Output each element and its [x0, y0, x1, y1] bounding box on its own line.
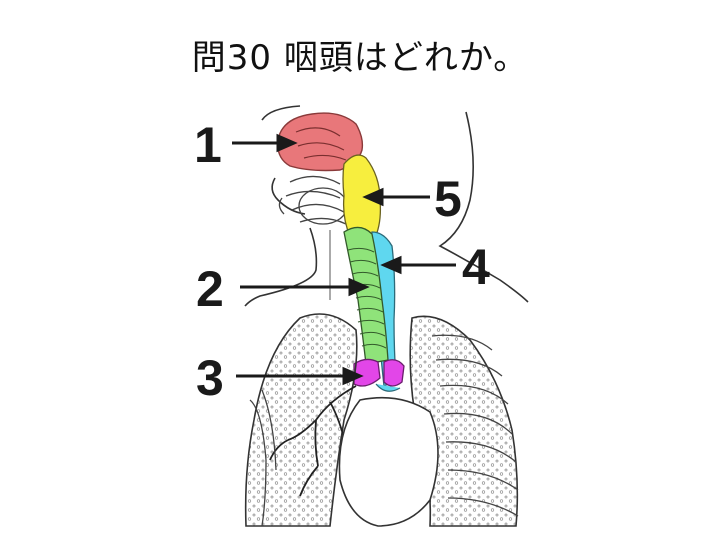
body-outline [244, 105, 529, 307]
bronchus-left [353, 358, 381, 387]
trachea-rings [347, 247, 387, 349]
heart [338, 396, 439, 527]
label-5: 5 [434, 171, 462, 227]
label-3: 3 [196, 350, 224, 406]
label-1: 1 [194, 117, 222, 173]
question-title: 問30 咽頭はどれか。 [191, 38, 529, 78]
label-2: 2 [196, 261, 224, 317]
nasal-cavity [277, 112, 364, 172]
arrows [232, 133, 456, 386]
oral-cavity [278, 175, 348, 225]
lung-left [244, 313, 358, 527]
aortic-arch [375, 383, 401, 392]
label-4: 4 [462, 239, 490, 295]
rib-cage [249, 334, 519, 527]
bronchus-right [383, 359, 405, 387]
